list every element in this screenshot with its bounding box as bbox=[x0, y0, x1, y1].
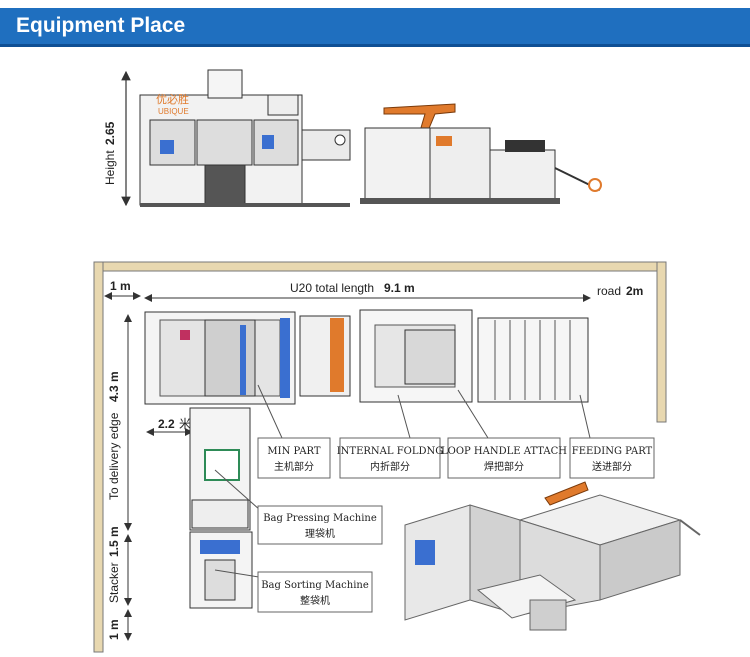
bottom-margin: 1 m bbox=[107, 619, 121, 640]
height-value: 2.65 bbox=[103, 121, 117, 145]
machine-3d-render bbox=[404, 481, 701, 631]
plan-main-machine bbox=[144, 311, 351, 405]
total-length-value: 9.1 m bbox=[384, 281, 415, 295]
road-value: 2m bbox=[626, 284, 643, 298]
callout-internal-folding: INTERNAL FOLDNG 内折部分 bbox=[337, 437, 444, 479]
width-value: 2.2 bbox=[158, 417, 175, 431]
callout-internal-folding-cn: 内折部分 bbox=[370, 460, 410, 473]
delivery-value: 4.3 m bbox=[107, 371, 121, 402]
delivery-label: To delivery edge bbox=[107, 412, 121, 500]
callout-internal-folding-en: INTERNAL FOLDNG bbox=[337, 446, 444, 457]
top-left-margin: 1 m bbox=[110, 279, 131, 293]
plan-feeding-part bbox=[477, 317, 589, 403]
callout-loop-handle-cn: 焊把部分 bbox=[484, 460, 524, 473]
callout-loop-handle: LOOP HANDLE ATTACH 焊把部分 bbox=[441, 437, 567, 479]
header-bar: Equipment Place bbox=[0, 8, 750, 47]
callout-bag-sorting-cn: 整袋机 bbox=[300, 594, 330, 607]
callout-bag-pressing-en: Bag Pressing Machine bbox=[263, 513, 377, 524]
width-unit: 米 bbox=[179, 417, 191, 431]
side-view-machine bbox=[360, 103, 602, 204]
brand-english: UBIQUE bbox=[158, 107, 189, 116]
callout-feeding-part-cn: 送进部分 bbox=[592, 460, 632, 473]
callout-bag-pressing: Bag Pressing Machine 理袋机 bbox=[257, 505, 383, 545]
page-title: Equipment Place bbox=[16, 14, 186, 37]
callout-bag-sorting: Bag Sorting Machine 整袋机 bbox=[257, 571, 373, 613]
front-view-machine: Height 2.65 优必胜 UBIQUE bbox=[103, 69, 351, 207]
callout-feeding-part-en: FEEDING PART bbox=[572, 446, 653, 457]
callout-min-part-cn: 主机部分 bbox=[274, 460, 314, 473]
plan-pressing-machine bbox=[189, 407, 251, 531]
height-label: Height bbox=[103, 150, 117, 185]
road-label: road bbox=[597, 284, 621, 298]
plan-sorting-machine bbox=[189, 531, 253, 609]
plan-internal-folding bbox=[359, 309, 473, 403]
callout-bag-pressing-cn: 理袋机 bbox=[305, 527, 335, 540]
stacker-value: 1.5 m bbox=[107, 526, 121, 557]
callout-bag-sorting-en: Bag Sorting Machine bbox=[261, 580, 369, 591]
callout-loop-handle-en: LOOP HANDLE ATTACH bbox=[441, 446, 567, 457]
callout-min-part-en: MIN PART bbox=[267, 446, 321, 457]
brand-chinese: 优必胜 bbox=[156, 92, 189, 106]
callout-feeding-part: FEEDING PART 送进部分 bbox=[569, 437, 655, 479]
floor-plan bbox=[93, 261, 667, 653]
callout-min-part: MIN PART 主机部分 bbox=[257, 437, 331, 479]
total-length-label: U20 total length bbox=[290, 281, 374, 295]
stacker-label: Stacker bbox=[107, 562, 121, 603]
